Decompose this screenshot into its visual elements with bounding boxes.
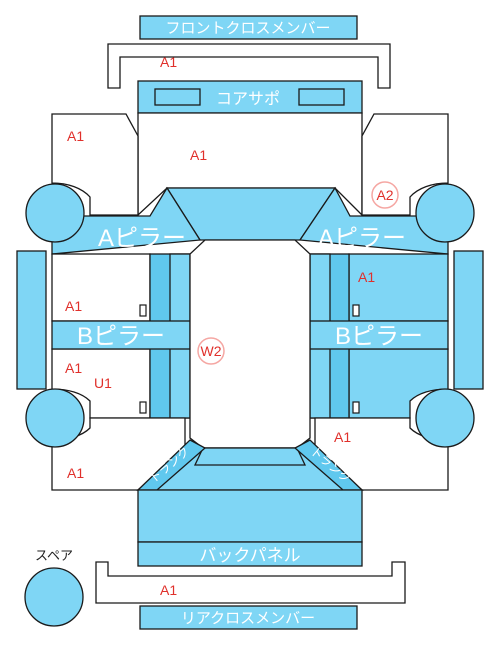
rear-window-glass xyxy=(193,447,307,466)
front-cross-member-label: フロントクロスメンバー xyxy=(165,20,330,37)
left-front-fender[interactable] xyxy=(51,113,139,216)
left-rear-door-code-u: U1 xyxy=(94,375,112,391)
right-side-skirt[interactable] xyxy=(453,250,484,390)
roof-code-circle xyxy=(197,337,225,365)
a-pillar-right[interactable] xyxy=(298,186,449,255)
left-front-door-code: A1 xyxy=(65,298,82,314)
right-front-door[interactable] xyxy=(348,253,449,322)
rear-cross-member-code: A1 xyxy=(160,582,177,598)
spare-tire-label: スペア xyxy=(35,548,73,563)
left-side-skirt[interactable] xyxy=(16,250,47,390)
b-pillar-left[interactable] xyxy=(51,320,191,350)
left-front-fender-code: A1 xyxy=(67,128,84,144)
hood-code: A1 xyxy=(190,147,207,163)
back-panel-label: バックパネル xyxy=(199,546,300,565)
front-bumper-bracket[interactable] xyxy=(107,43,391,89)
right-front-fender-code: A2 xyxy=(376,187,393,203)
right-rear-door-handle xyxy=(352,401,360,414)
front-left-wheel[interactable] xyxy=(25,183,85,243)
rear-right-wheel[interactable] xyxy=(415,388,475,448)
left-front-door-handle xyxy=(139,304,147,317)
radiator-support-left-slot xyxy=(154,88,201,106)
rear-left-wheel[interactable] xyxy=(25,388,85,448)
a-pillar-right-label: Aピラー xyxy=(318,225,406,252)
rear-bumper-bracket[interactable] xyxy=(95,561,406,604)
trunk-lid[interactable] xyxy=(137,489,363,543)
b-pillar-left-label: Bピラー xyxy=(77,323,165,350)
right-quarter-panel-code: A1 xyxy=(334,429,351,445)
right-front-fender-code-circle xyxy=(371,181,399,209)
right-front-door-code: A1 xyxy=(358,269,375,285)
left-quarter-panel-code: A1 xyxy=(67,465,84,481)
b-pillar-right-label: Bピラー xyxy=(335,323,423,350)
left-rear-door-handle xyxy=(139,401,147,414)
front-cross-member-code: A1 xyxy=(160,54,177,70)
rear-cross-member[interactable] xyxy=(139,605,358,630)
a-pillar-left-label: Aピラー xyxy=(98,225,186,252)
spare-tire[interactable] xyxy=(24,567,84,627)
radiator-support-label: コアサポ xyxy=(216,90,280,108)
a-pillar-left[interactable] xyxy=(51,186,202,255)
right-front-door-handle xyxy=(352,304,360,317)
rear-cross-member-label: リアクロスメンバー xyxy=(181,610,315,627)
roof-code: W2 xyxy=(201,343,222,359)
front-cross-member[interactable] xyxy=(139,15,358,40)
b-pillar-right[interactable] xyxy=(309,320,449,350)
left-front-door[interactable] xyxy=(51,253,151,322)
front-right-wheel[interactable] xyxy=(415,183,475,243)
radiator-support-right-slot xyxy=(298,88,345,106)
left-rear-door-code-a: A1 xyxy=(65,360,82,376)
right-front-fender[interactable] xyxy=(361,113,449,216)
back-panel[interactable] xyxy=(137,541,363,567)
